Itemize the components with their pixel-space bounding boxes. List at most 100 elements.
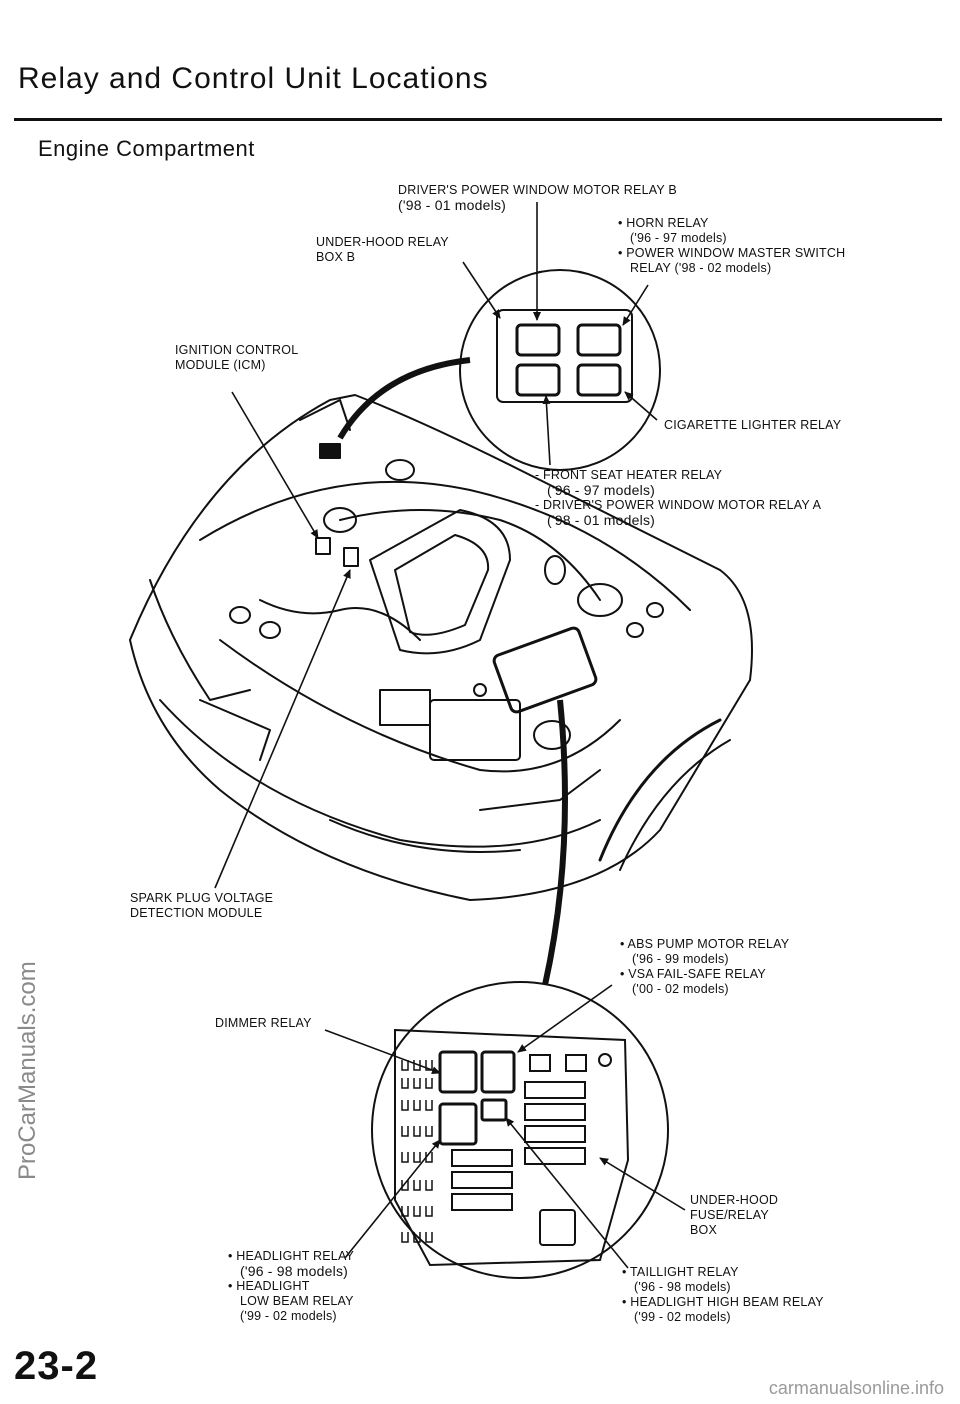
label-line: CIGARETTE LIGHTER RELAY <box>664 418 842 432</box>
page-title: Relay and Control Unit Locations <box>18 62 489 95</box>
fuse-cell-4 <box>524 1103 586 1121</box>
label-line: - FRONT SEAT HEATER RELAY <box>535 468 723 482</box>
watermark-bottom: carmanualsonline.info <box>768 1378 944 1398</box>
leader-cigarette-lighter <box>624 391 658 421</box>
relay-b-bottom-left <box>515 363 561 397</box>
sensor-round-1 <box>229 606 251 624</box>
engine-bay-floor <box>219 639 621 773</box>
label-line: SPARK PLUG VOLTAGE <box>130 891 274 905</box>
leader-underhood-fuse-box <box>599 1157 686 1211</box>
label-line: • ABS PUMP MOTOR RELAY <box>620 937 790 951</box>
car-fender-left <box>149 579 251 701</box>
fuse-box-housing <box>394 1028 630 1267</box>
fuse-box-callout <box>371 981 669 1279</box>
leader-taillight-relay <box>505 1117 629 1269</box>
leader-spark-plug-module <box>214 569 351 889</box>
watermark-side: ProCarManuals.com <box>14 961 41 1180</box>
label-taillight-relay: • TAILLIGHT RELAY ('96 - 98 models) • HE… <box>622 1265 824 1325</box>
intake-hose <box>339 509 601 601</box>
label-line: • HEADLIGHT RELAY <box>228 1249 355 1263</box>
label-line: ('96 - 97 models) <box>630 231 727 245</box>
sensor-round-4 <box>626 622 644 638</box>
label-line: • VSA FAIL-SAFE RELAY <box>620 967 766 981</box>
fuse-cell-3 <box>524 1081 586 1099</box>
grille-left <box>199 699 271 761</box>
label-line: • HORN RELAY <box>618 216 709 230</box>
label-line: ('96 - 99 models) <box>632 952 729 966</box>
label-spark-plug-module: SPARK PLUG VOLTAGE DETECTION MODULE <box>130 891 273 921</box>
connector-to-relay-box-b <box>337 357 471 440</box>
leader-horn-relay <box>622 284 649 326</box>
wheel-arch <box>598 718 722 862</box>
wheel-arch-inner <box>619 739 731 871</box>
battery <box>429 699 521 761</box>
label-line: • TAILLIGHT RELAY <box>622 1265 739 1279</box>
hood-prop-line <box>299 399 351 431</box>
label-line: DETECTION MODULE <box>130 906 263 920</box>
oil-cap <box>323 507 357 533</box>
abs-relay-slot <box>480 1050 516 1094</box>
label-line: - DRIVER'S POWER WINDOW MOTOR RELAY A <box>535 498 822 512</box>
label-line: UNDER-HOOD <box>690 1193 779 1207</box>
engine-bay-edge <box>199 480 691 611</box>
label-drivers-window-relay-b: DRIVER'S POWER WINDOW MOTOR RELAY B ('98… <box>398 183 677 213</box>
label-underhood-fuse-box: UNDER-HOOD FUSE/RELAY BOX <box>690 1193 778 1238</box>
label-line: • POWER WINDOW MASTER SWITCH <box>618 246 846 260</box>
washer-cap <box>544 555 566 585</box>
car-hood-outline <box>129 394 721 641</box>
abs-modulator <box>533 720 571 750</box>
fuse-cell-5 <box>524 1125 586 1143</box>
label-dimmer-relay: DIMMER RELAY <box>215 1016 312 1031</box>
fuse-cell-2 <box>565 1054 587 1072</box>
label-line: MODULE (ICM) <box>175 358 266 372</box>
label-line: DRIVER'S POWER WINDOW MOTOR RELAY B <box>398 183 677 197</box>
label-line: ('98 - 01 models) <box>398 197 507 213</box>
fuse-cell-6 <box>524 1147 586 1165</box>
fuse-box-cover <box>539 1209 576 1246</box>
label-line: ('99 - 02 models) <box>634 1310 731 1324</box>
engine-cover <box>369 509 511 655</box>
relay-b-top-left <box>515 323 561 357</box>
car-front-lower <box>159 699 601 848</box>
relay-b-bottom-right <box>576 363 622 397</box>
leader-relay-box-b <box>462 261 501 319</box>
mini-fuses <box>401 1060 433 1243</box>
relay-box-b-housing <box>496 309 633 403</box>
title-rule <box>14 118 942 121</box>
icm-in-car <box>315 537 331 555</box>
leader-front-seat-heater <box>542 395 551 466</box>
leader-icm <box>231 391 319 539</box>
headlight-relay-slot <box>438 1102 478 1146</box>
label-horn-relay: • HORN RELAY ('96 - 97 models) • POWER W… <box>618 216 845 276</box>
label-underhood-relay-box-b: UNDER-HOOD RELAY BOX B <box>316 235 449 265</box>
relay-box-b-callout <box>459 269 661 471</box>
engine-cover-inner <box>394 534 490 636</box>
fuse-box-in-car <box>492 626 598 714</box>
label-line: ('96 - 98 models) <box>634 1280 731 1294</box>
sensor-round-2 <box>259 621 281 639</box>
car-bumper-outline <box>129 639 751 901</box>
relay-box-b-in-car <box>319 443 341 459</box>
spark-module-in-car <box>343 547 359 567</box>
leader-abs-pump <box>517 984 613 1053</box>
label-line: ('99 - 02 models) <box>240 1309 337 1323</box>
dimmer-relay-slot <box>438 1050 478 1094</box>
connector-to-fuse-box <box>542 699 568 986</box>
taillight-relay-slot <box>480 1098 508 1122</box>
relay-b-top-right <box>576 323 622 357</box>
label-icm: IGNITION CONTROL MODULE (ICM) <box>175 343 298 373</box>
label-line: ('98 - 01 models) <box>547 512 656 528</box>
label-line: • HEADLIGHT <box>228 1279 310 1293</box>
label-line: BOX B <box>316 250 356 264</box>
grille-right <box>479 769 601 811</box>
label-headlight-relay: • HEADLIGHT RELAY ('96 - 98 models) • HE… <box>228 1249 354 1324</box>
label-cigarette-lighter-relay: CIGARETTE LIGHTER RELAY <box>664 418 841 433</box>
fuse-cell-1 <box>529 1054 551 1072</box>
coolant-hose <box>259 599 421 641</box>
label-line: ('00 - 02 models) <box>632 982 729 996</box>
fuse-cell-8 <box>451 1171 513 1189</box>
label-front-seat-heater: - FRONT SEAT HEATER RELAY ('96 - 97 mode… <box>535 468 821 528</box>
label-line: LOW BEAM RELAY <box>240 1294 354 1308</box>
label-line: UNDER-HOOD RELAY <box>316 235 449 249</box>
